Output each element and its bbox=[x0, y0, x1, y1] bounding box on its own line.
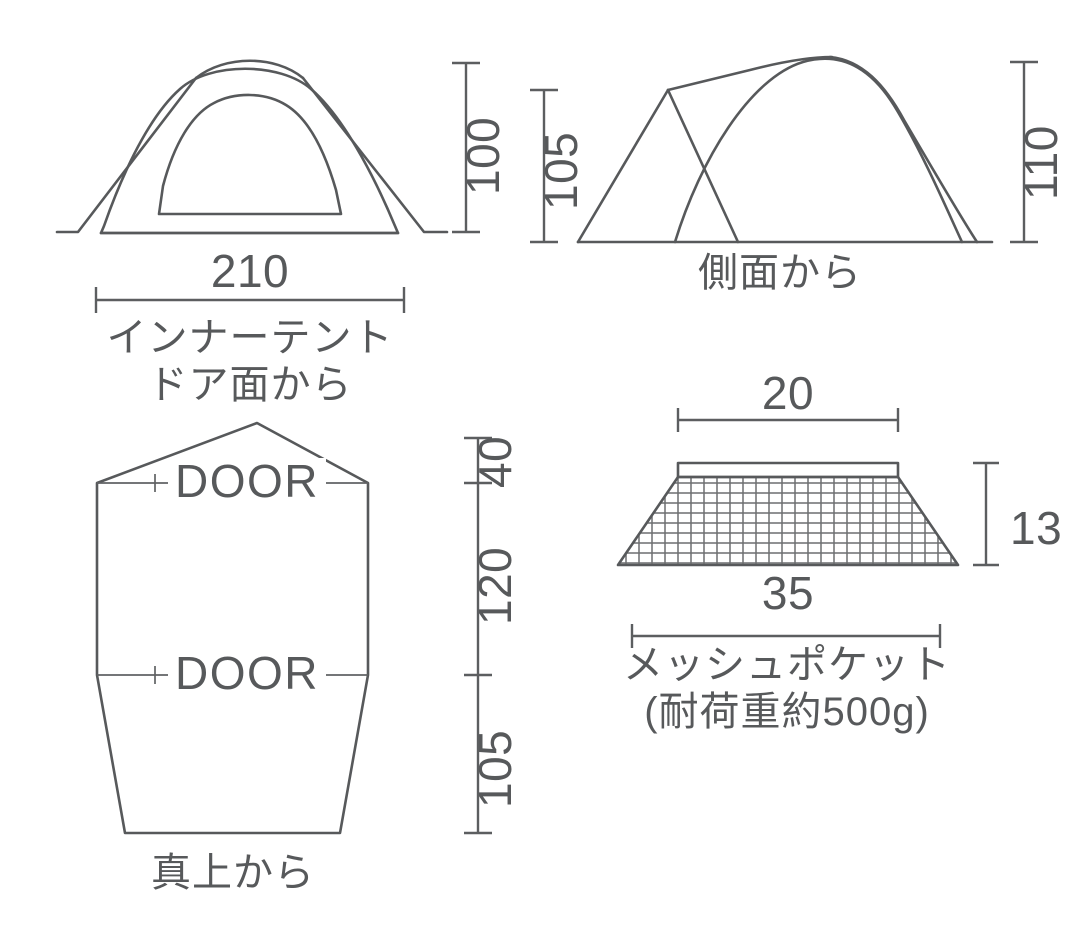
top-view-outline bbox=[95, 421, 370, 835]
tent-body-outline bbox=[99, 67, 400, 235]
front-height-dimension bbox=[452, 61, 480, 234]
top-view-segment-middle-label: 120 bbox=[469, 546, 521, 625]
side-inner-height-dimension bbox=[530, 88, 558, 244]
side-inner-height-label: 105 bbox=[535, 131, 587, 210]
front-view-caption-line1: インナーテント bbox=[106, 316, 394, 360]
mesh-bottom-width-label: 35 bbox=[761, 567, 815, 619]
fly-left-guyline bbox=[55, 76, 198, 234]
mesh-pocket-caption-line1: メッシュポケット bbox=[623, 643, 951, 687]
side-view-drawing bbox=[530, 55, 1038, 244]
mesh-grid bbox=[618, 477, 958, 565]
top-view-caption: 真上から bbox=[151, 851, 315, 895]
inner-door-opening bbox=[157, 93, 343, 216]
side-awning-left-leg bbox=[576, 88, 670, 244]
mesh-pocket-body bbox=[616, 475, 960, 567]
fly-right-guyline bbox=[301, 76, 449, 234]
rear-door-label: DOOR bbox=[168, 650, 326, 696]
side-outer-height-dimension bbox=[1010, 60, 1038, 244]
front-width-label: 210 bbox=[210, 245, 290, 297]
front-view-caption-line2: ドア面から bbox=[147, 363, 353, 408]
mesh-pocket-panel: 20 bbox=[560, 370, 1080, 770]
mesh-pocket-caption-line2: (耐荷重約500g) bbox=[644, 690, 930, 735]
side-canopy-ridge bbox=[666, 55, 834, 92]
mesh-height-dimension bbox=[973, 461, 999, 567]
mesh-pocket-top-band bbox=[676, 461, 900, 479]
side-view-caption: 側面から bbox=[698, 251, 862, 295]
mesh-top-width-dimension bbox=[676, 408, 900, 432]
front-view-panel: 100 210 インナーテント ドア面から bbox=[0, 0, 509, 420]
fly-ridge bbox=[194, 59, 305, 80]
mesh-height-label: 13 bbox=[1010, 502, 1063, 554]
front-view-drawing bbox=[55, 59, 480, 235]
front-width-dimension bbox=[94, 287, 406, 313]
top-view-segment-bottom-label: 105 bbox=[469, 729, 521, 808]
side-awning-right-leg bbox=[666, 88, 740, 244]
top-view-panel: DOOR DOOR 40 120 105 真上から bbox=[0, 420, 521, 941]
mesh-pocket-drawing bbox=[616, 461, 999, 567]
side-fly-outer bbox=[828, 55, 979, 244]
mesh-top-width-label: 20 bbox=[761, 367, 815, 419]
top-view-segment-top-label: 40 bbox=[469, 435, 521, 488]
front-view-caption: インナーテント ドア面から bbox=[0, 315, 500, 409]
front-door-label: DOOR bbox=[168, 458, 326, 504]
side-view-panel: 105 110 側面から bbox=[500, 0, 1080, 340]
side-outer-height-label: 110 bbox=[1015, 125, 1067, 200]
side-dome-outer bbox=[673, 57, 964, 244]
top-view-depth-dimension bbox=[464, 436, 492, 835]
mesh-pocket-caption: メッシュポケット (耐荷重約500g) bbox=[592, 642, 982, 736]
mesh-bottom-width-dimension bbox=[630, 624, 942, 648]
